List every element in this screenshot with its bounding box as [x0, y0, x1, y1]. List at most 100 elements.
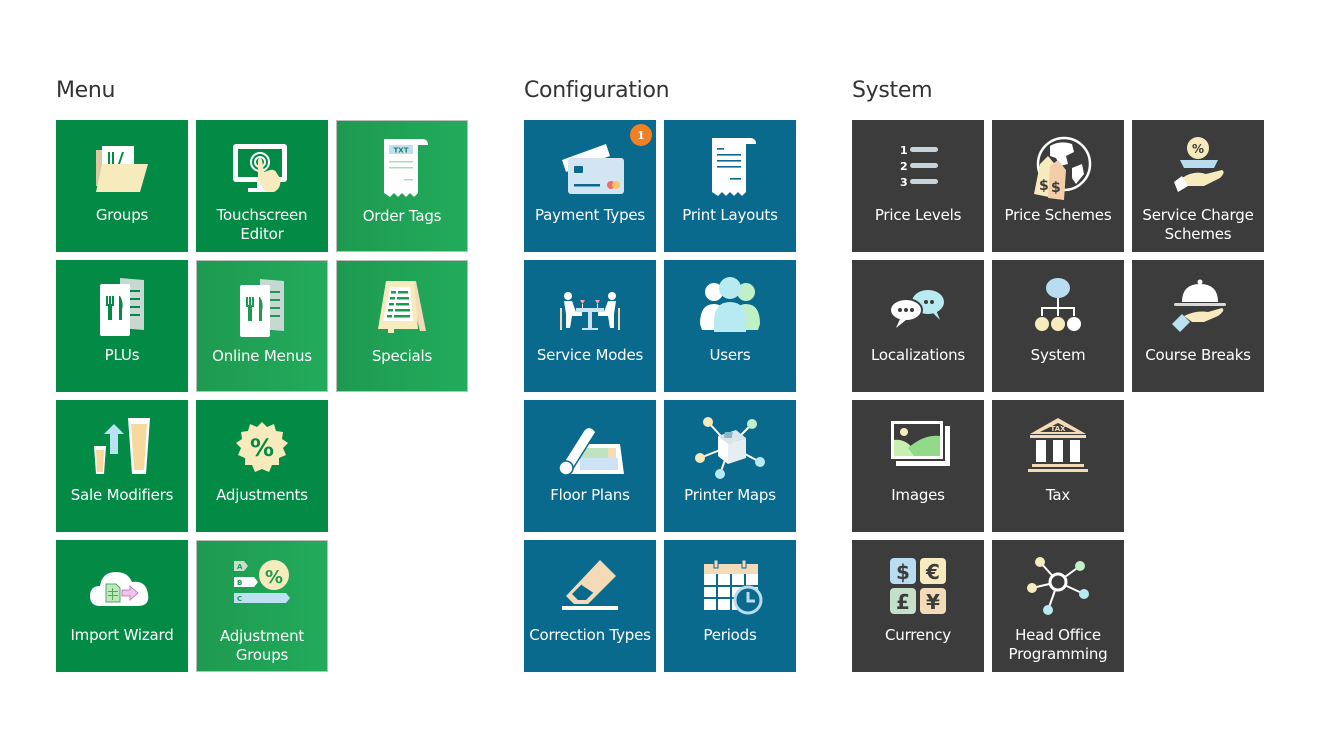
menu-card-icon [224, 275, 300, 345]
currency-icon: $ € £ ¥ [880, 554, 956, 624]
credit-card-icon [552, 134, 628, 204]
tile-label: Payment Types [534, 206, 646, 224]
tile-label: Printer Maps [684, 486, 776, 504]
tile-label: Specials [371, 347, 433, 365]
tile-label: Touchscreen Editor [216, 206, 308, 243]
tile-label: Adjustment Groups [219, 627, 305, 664]
svg-text:1: 1 [900, 144, 908, 157]
tile-label: Groups [95, 206, 149, 224]
menu-card-icon [84, 274, 160, 344]
tile-label: Service Modes [536, 346, 644, 364]
tile-label: Correction Types [529, 626, 651, 644]
tile-label: Online Menus [212, 347, 312, 365]
svg-text:A: A [237, 563, 243, 571]
svg-text:$: $ [1039, 178, 1049, 194]
tile-label: Service Charge Schemes [1142, 206, 1254, 243]
svg-text:$: $ [896, 560, 910, 584]
tile-groups[interactable]: Groups [56, 120, 188, 252]
tile-label: Images [891, 486, 945, 504]
tile-payment-types[interactable]: 1 Payment Types [524, 120, 656, 252]
tile-users[interactable]: Users [664, 260, 796, 392]
svg-text:B: B [237, 579, 242, 587]
folder-icon [84, 134, 160, 204]
speech-bubbles-icon [880, 274, 956, 344]
tile-images[interactable]: Images [852, 400, 984, 532]
floor-plan-icon [552, 414, 628, 484]
tile-currency[interactable]: $ € £ ¥ Currency [852, 540, 984, 672]
tile-service-charge-schemes[interactable]: % Service Charge Schemes [1132, 120, 1264, 252]
svg-text:¥: ¥ [926, 590, 940, 614]
svg-text:£: £ [896, 590, 910, 614]
tile-label: Course Breaks [1145, 346, 1251, 364]
tile-correction-types[interactable]: Correction Types [524, 540, 656, 672]
tile-label: Price Levels [874, 206, 962, 224]
tile-service-modes[interactable]: Service Modes [524, 260, 656, 392]
globe-price-tags-icon: $$ [1020, 134, 1096, 204]
tile-label: System [1030, 346, 1086, 364]
notification-badge: 1 [630, 124, 652, 146]
receipt-txt-icon: TXT [364, 135, 440, 205]
tile-label: Floor Plans [550, 486, 630, 504]
section-title-menu: Menu [56, 78, 116, 103]
cloche-icon [1160, 274, 1236, 344]
tile-periods[interactable]: Periods [664, 540, 796, 672]
tile-order-tags[interactable]: TXT Order Tags [336, 120, 468, 252]
tile-sale-modifiers[interactable]: Sale Modifiers [56, 400, 188, 532]
tile-printer-maps[interactable]: Printer Maps [664, 400, 796, 532]
service-charge-icon: % [1160, 134, 1236, 204]
tile-online-menus[interactable]: Online Menus [196, 260, 328, 392]
tile-system[interactable]: System [992, 260, 1124, 392]
svg-text:%: % [265, 567, 283, 588]
eraser-icon [552, 554, 628, 624]
tile-import-wizard[interactable]: Import Wizard [56, 540, 188, 672]
configuration-section: Configuration 1 Payment Types Print Layo… [524, 76, 796, 672]
tile-label: Tax [1045, 486, 1071, 504]
hierarchy-icon [1020, 274, 1096, 344]
calendar-clock-icon [692, 554, 768, 624]
tile-price-levels[interactable]: 1 2 3 Price Levels [852, 120, 984, 252]
tile-label: Sale Modifiers [70, 486, 174, 504]
tile-label: Adjustments [216, 486, 308, 504]
tile-specials[interactable]: Specials [336, 260, 468, 392]
numbered-list-icon: 1 2 3 [880, 134, 956, 204]
menu-section: Menu Groups Touchscreen Editor TXT Order… [56, 76, 468, 672]
tile-adjustments[interactable]: % Adjustments [196, 400, 328, 532]
section-title-configuration: Configuration [524, 78, 670, 103]
tile-touchscreen-editor[interactable]: Touchscreen Editor [196, 120, 328, 252]
tile-label: Import Wizard [70, 626, 174, 644]
svg-text:%: % [250, 434, 274, 462]
svg-text:3: 3 [900, 176, 908, 189]
tile-label: Price Schemes [1004, 206, 1112, 224]
specials-board-icon [364, 275, 440, 345]
tile-floor-plans[interactable]: Floor Plans [524, 400, 656, 532]
tile-plus[interactable]: PLUs [56, 260, 188, 392]
tile-label: Head Office Programming [1008, 626, 1108, 663]
svg-text:TAX: TAX [1050, 425, 1066, 433]
svg-text:€: € [925, 560, 940, 584]
tile-course-breaks[interactable]: Course Breaks [1132, 260, 1264, 392]
tile-localizations[interactable]: Localizations [852, 260, 984, 392]
tile-label: Print Layouts [682, 206, 778, 224]
tile-label: Periods [703, 626, 757, 644]
tile-label: Currency [885, 626, 951, 644]
tile-label: Order Tags [362, 207, 442, 225]
tile-price-schemes[interactable]: $$ Price Schemes [992, 120, 1124, 252]
svg-text:C: C [237, 595, 242, 603]
network-hub-icon [1020, 554, 1096, 624]
tile-label: PLUs [104, 346, 140, 364]
cloud-import-icon [84, 554, 160, 624]
printer-map-icon [692, 414, 768, 484]
tile-print-layouts[interactable]: Print Layouts [664, 120, 796, 252]
svg-text:2: 2 [900, 160, 908, 173]
images-icon [880, 414, 956, 484]
touchscreen-icon [224, 134, 300, 204]
tile-tax[interactable]: TAX Tax [992, 400, 1124, 532]
tile-head-office-programming[interactable]: Head Office Programming [992, 540, 1124, 672]
svg-text:TXT: TXT [394, 147, 409, 155]
svg-text:%: % [1192, 142, 1204, 156]
tile-label: Localizations [870, 346, 966, 364]
percent-badge-icon: % [224, 414, 300, 484]
